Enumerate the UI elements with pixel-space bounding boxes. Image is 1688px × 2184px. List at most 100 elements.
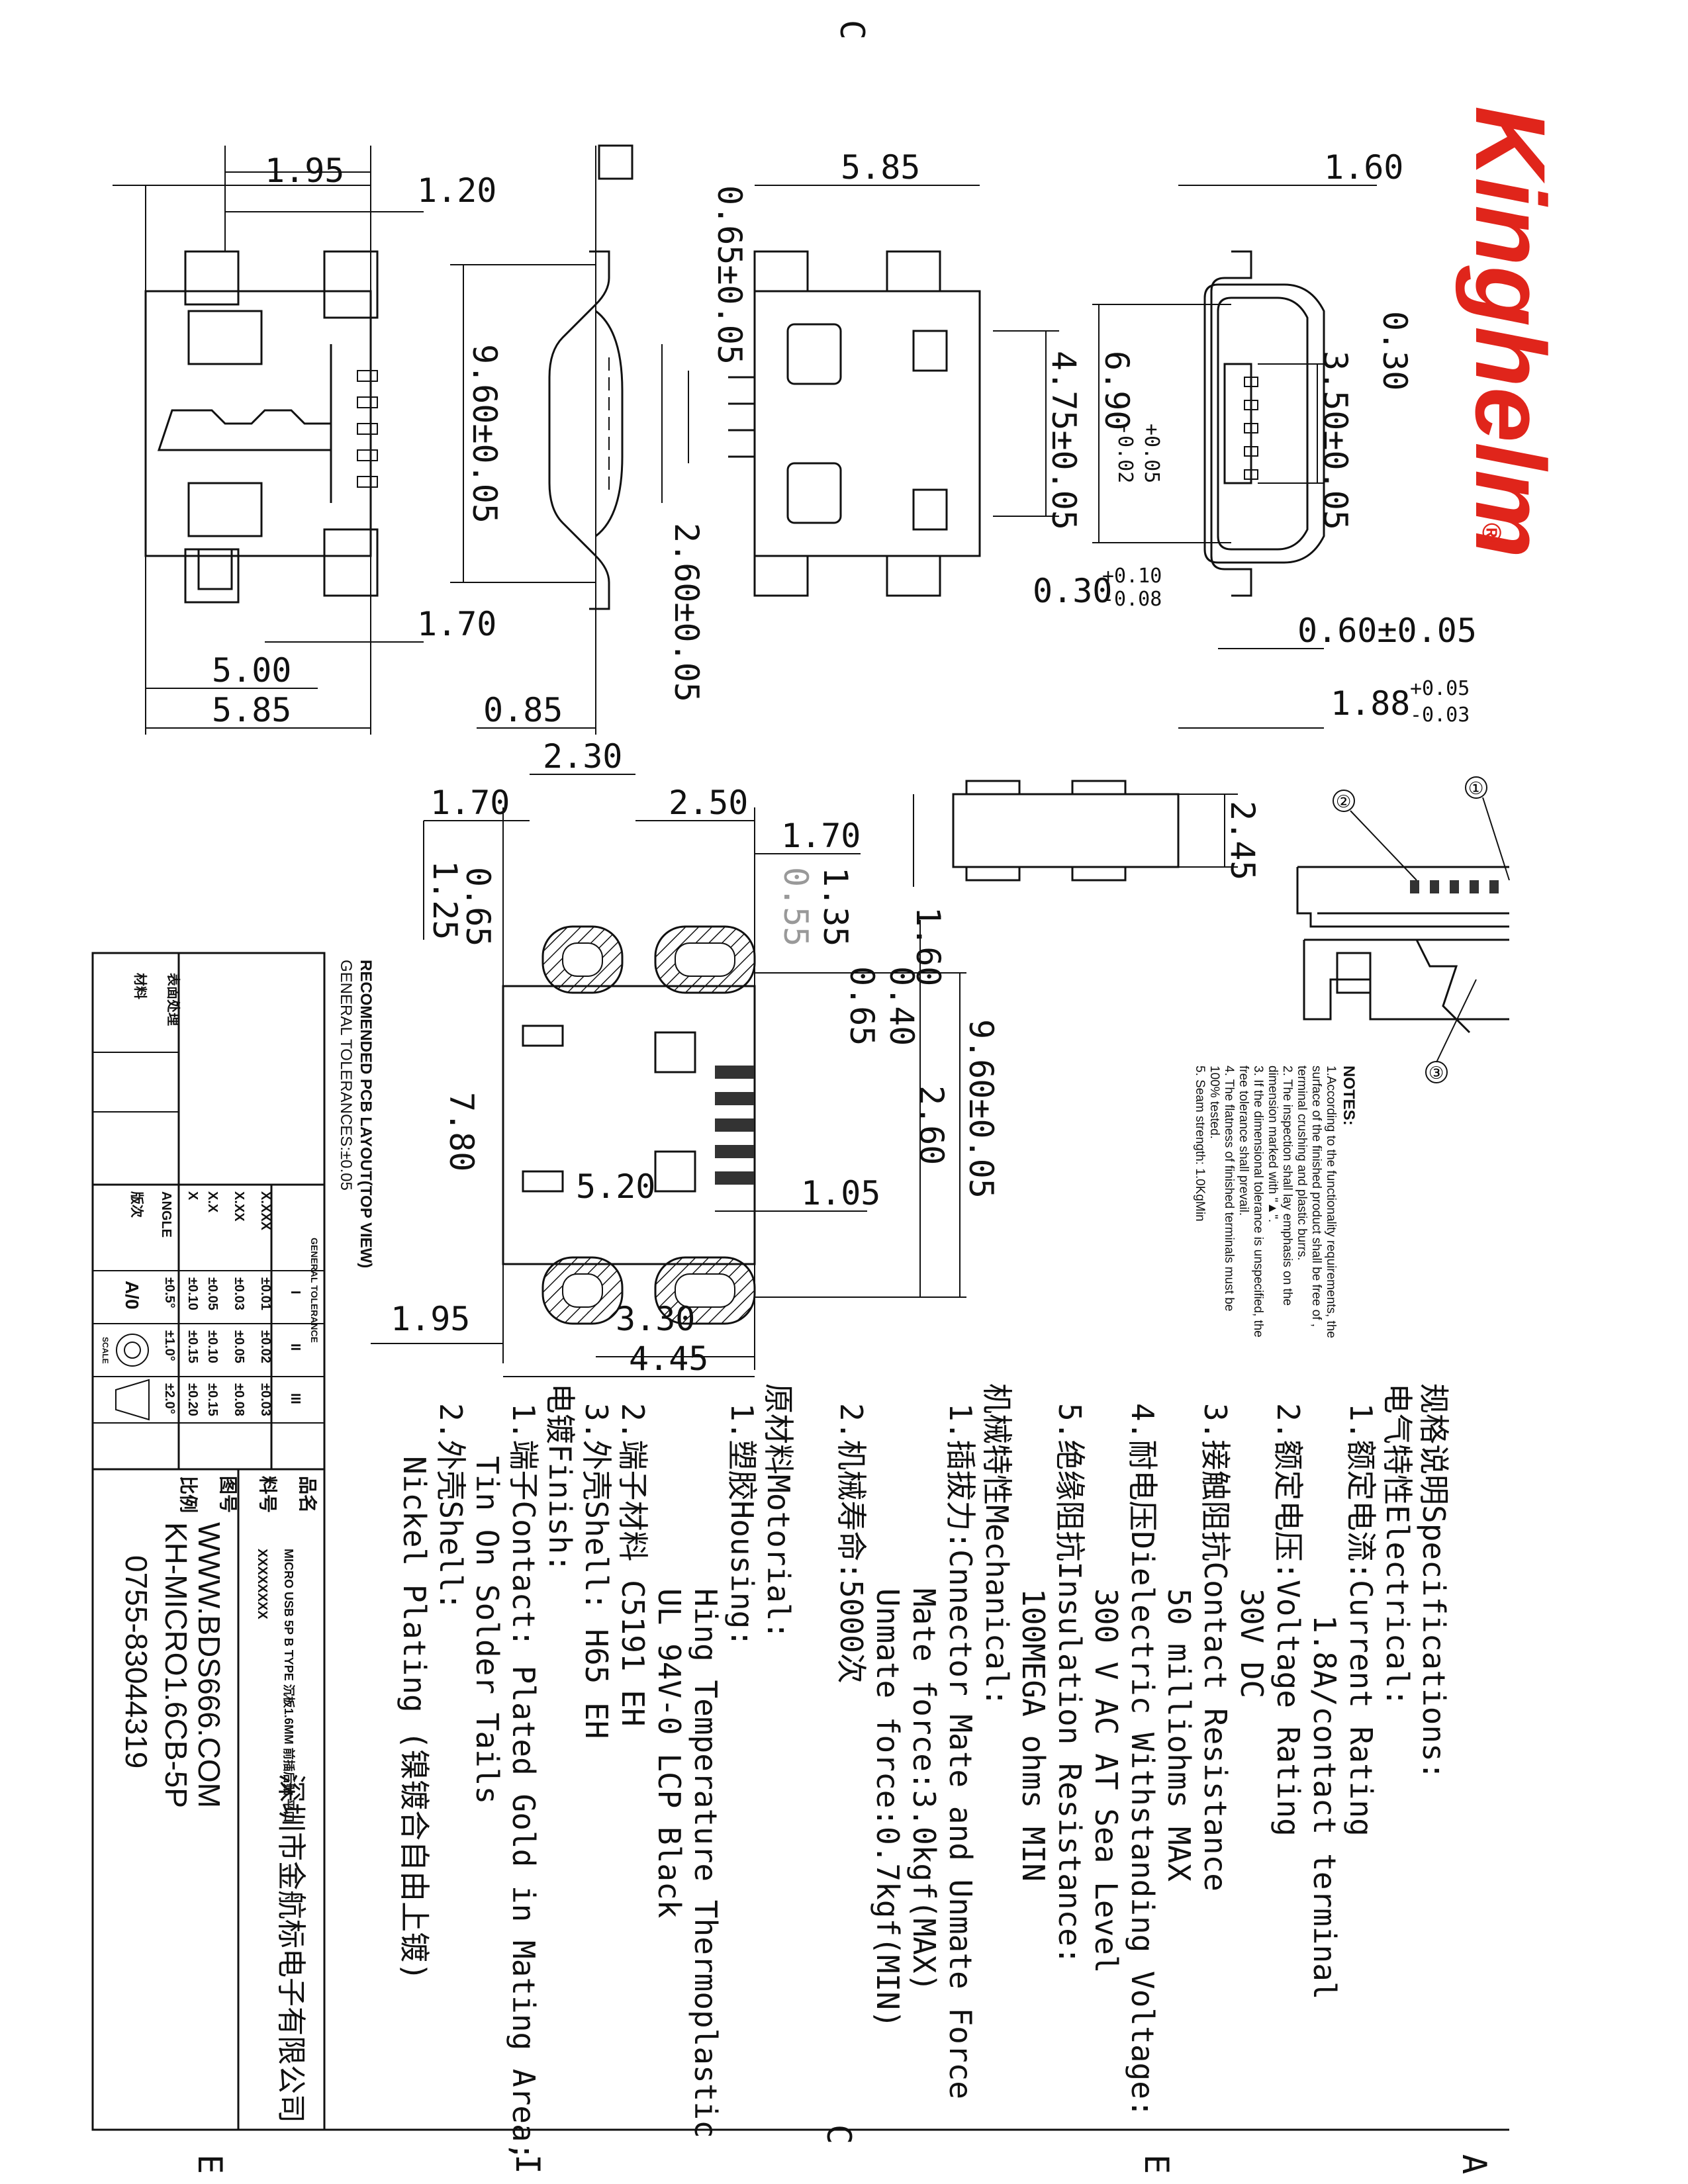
spec-line-10: 300 V AC AT Sea Level [1088, 1588, 1124, 1974]
border-mark-top: C [833, 20, 871, 40]
dim-0-30-minus: -0.08 [1102, 588, 1162, 611]
spec-line-6: 30V DC [1234, 1588, 1270, 1698]
tb-label-scale: SCALE [101, 1337, 110, 1364]
tb-tol-5-2: ±1.0° [162, 1330, 177, 1361]
side-dim-2-45: 2.45 [1223, 801, 1262, 880]
pcb-dim-7-80: 7.80 [442, 1092, 481, 1171]
note-line-9: 100% tested. [1207, 1066, 1221, 1139]
pcb-dim-2-30: 2.30 [543, 737, 622, 776]
pcb-dim-1-70-b: 1.70 [781, 817, 861, 855]
title-block: 表面处理 材料 版次 ANGLE A/0 GENERAL TOLERANCE X… [91, 952, 326, 2131]
tb-tol-head-1: I [288, 1291, 303, 1295]
spec-line-7: 3.接触阻抗Contact Resistance [1197, 1403, 1233, 1891]
tb-tol-row-2: X.XX [232, 1191, 246, 1222]
border-mark-bottom-4: A [1455, 2154, 1493, 2174]
pcb-dim-2-50: 2.50 [669, 784, 748, 822]
dim-0-65: 0.65±0.05 [710, 185, 749, 365]
pcb-dim-0-55: 0.55 [776, 867, 815, 946]
tb-company: 深圳市金航标电子有限公司 [275, 1774, 307, 2123]
pcb-dim-9-60: 9.60±0.05 [962, 1019, 1000, 1199]
tb-label-material: 材料 [132, 973, 148, 999]
dim-0-30-bot: 0.30 [1033, 572, 1112, 610]
spec-line-14: 1.插拔力:Cnnector Mate and Unmate Force [943, 1403, 978, 2099]
tb-tol-2-1: ±0.03 [232, 1277, 246, 1310]
spec-line-13: 机械特性Mechanical: [979, 1383, 1015, 1707]
tb-part-no: KH-MICRO1.6CB-5P [159, 1522, 193, 1808]
spec-line-11: 5.绝缘阻抗Insulation Resistance: [1052, 1403, 1088, 1965]
brand-logo-text: Kinghelm [1455, 106, 1566, 558]
spec-line-4: 1.8A/contact terminal [1307, 1615, 1342, 2000]
pcb-dim-2-60: 2.60 [912, 1085, 951, 1165]
callout-3: ③ [1429, 1064, 1444, 1083]
notes: NOTES: 1.According to the functionality … [1193, 1066, 1358, 1338]
pcb-dim-5-20: 5.20 [576, 1167, 655, 1206]
spec-line-22: 2.端子材料 C5191 EH [615, 1403, 651, 1727]
spec-line-8: 50 milliohms MAX [1161, 1588, 1197, 1882]
dim-6-90-minus: -0.02 [1113, 424, 1137, 483]
spec-line-21: UL 94V-0 LCP Black [651, 1588, 687, 1919]
iso-detail: ① ② ③ [1296, 776, 1510, 1083]
pcb-dim-3-30: 3.30 [616, 1300, 695, 1338]
dim-1-88-minus: -0.03 [1410, 704, 1470, 727]
view-front: 5.85 4.75±0.05 0.65±0.05 2.60±0.05 [661, 148, 1083, 702]
pcb-dim-1-60: 1.60 [909, 907, 947, 986]
pcb-layout: RECOMENDED PCB LAYOUT(TOP VIEW) GENERAL … [337, 737, 1000, 1378]
tb-tol-5-1: ±0.5° [162, 1277, 177, 1308]
spec-line-16: Unmate force:0.7kgf(MIN) [870, 1588, 906, 2028]
border-mark-bottom-1: E [191, 2154, 229, 2174]
pcb-dim-1-35: 1.35 [816, 867, 855, 946]
dim-1-20: 1.20 [417, 171, 496, 210]
dim-1-60: 1.60 [1324, 148, 1403, 187]
pcb-title: RECOMENDED PCB LAYOUT(TOP VIEW) [357, 960, 375, 1268]
dim-3-50: 3.50±0.05 [1316, 351, 1354, 530]
view-face: 1.60 0.30 3.50±0.05 6.90 +0.05 -0.02 0.3… [1033, 148, 1477, 729]
pcb-dim-4-45: 4.45 [629, 1340, 708, 1378]
specifications: 规格说明Specifications: 电气特性Electrical: 1.额定… [397, 1383, 1452, 2160]
note-line-3: terminal crushing and plastic burrs. [1295, 1066, 1309, 1261]
spec-line-18: 原材料Motorial: [761, 1383, 796, 1639]
spec-line-5: 2.额定电压:Voltage Rating [1270, 1403, 1306, 1837]
tb-phone: 0755-83044319 [119, 1555, 154, 1768]
tb-item-no: XXXXXXXX [255, 1549, 269, 1619]
tb-label-name: 品名 [297, 1476, 318, 1513]
dim-5-85-front: 5.85 [841, 148, 920, 187]
dim-0-60: 0.60±0.05 [1297, 612, 1477, 650]
pcb-dim-1-25: 1.25 [426, 860, 464, 940]
note-line-5: dimension marked with "▲". [1266, 1066, 1280, 1222]
tb-tol-row-4: X [185, 1191, 200, 1201]
dim-1-88: 1.88 [1331, 684, 1410, 723]
border-mark-bottom-2: I [508, 2154, 547, 2174]
dim-0-30-top: 0.30 [1376, 311, 1414, 390]
spec-line-9: 4.耐电压Dielectric Withstanding Voltage: [1125, 1403, 1160, 2118]
dim-1-88-plus: +0.05 [1410, 677, 1470, 700]
registered-mark: ® [1477, 523, 1506, 542]
tb-tol-3-3: ±0.15 [205, 1383, 220, 1416]
tb-tol-3-2: ±0.10 [205, 1330, 220, 1363]
spec-line-12: 100MEGA ohms MIN [1015, 1588, 1051, 1882]
pcb-dim-0-40: 0.40 [882, 966, 921, 1046]
callout-1: ① [1468, 779, 1483, 799]
spec-line-25: 1.端子Contact: Plated Gold in Mating Area; [506, 1403, 541, 2160]
tb-tol-1-2: ±0.02 [258, 1330, 273, 1363]
tb-tol-4-2: ±0.15 [185, 1330, 200, 1363]
tb-label-scale-cn: 比例 [178, 1476, 199, 1513]
tb-rev-value: A/0 [122, 1281, 142, 1310]
dim-0-30-plus: +0.10 [1102, 565, 1162, 588]
note-line-10: 5. Seam strength: 1.0KgMin [1193, 1066, 1207, 1222]
dim-9-60: 9.60±0.05 [465, 344, 504, 523]
spec-line-3: 1.额定电流:Current Rating [1343, 1403, 1379, 1837]
dim-6-90: 6.90 [1098, 351, 1136, 430]
tb-label-pn: 料号 [258, 1476, 278, 1513]
tb-tol-row-1: X.XXX [258, 1191, 273, 1231]
pcb-dim-1-70-a: 1.70 [430, 784, 510, 822]
tb-label-angle: ANGLE [159, 1191, 173, 1238]
dim-1-70: 1.70 [417, 605, 496, 643]
tb-tol-1-1: ±0.01 [258, 1277, 273, 1310]
view-plan: 1.95 1.20 1.70 5.00 5.85 [113, 146, 496, 735]
spec-line-24: 电镀Finish: [542, 1383, 578, 1572]
border-mark-bottom-c: C [820, 2124, 858, 2144]
dim-5-00: 5.00 [212, 651, 291, 690]
dim-2-60: 2.60±0.05 [667, 523, 706, 702]
tb-label-revision: 版次 [129, 1191, 145, 1218]
